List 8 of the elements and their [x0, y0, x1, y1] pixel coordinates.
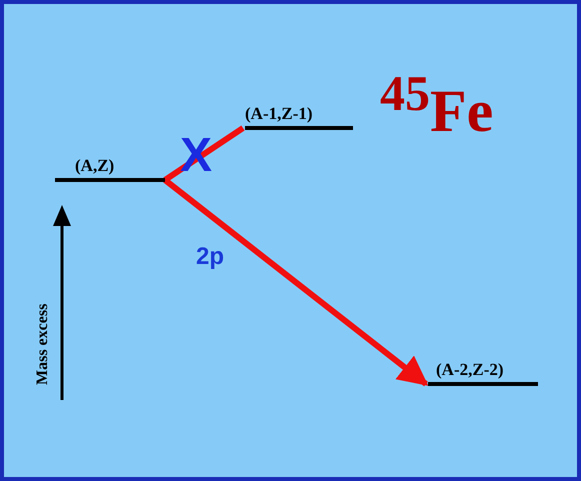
isotope-label: $^{45}$Fe [380, 68, 494, 141]
level-label: (A,Z) [75, 156, 114, 176]
level-label: (A-1,Z-1) [245, 104, 313, 124]
level-label: (A-2,Z-2) [436, 360, 504, 380]
axis-label: Mass excess [34, 304, 52, 385]
energy-level [55, 156, 165, 182]
edge-label: 2p [196, 243, 224, 271]
decay-arrow [163, 178, 428, 386]
